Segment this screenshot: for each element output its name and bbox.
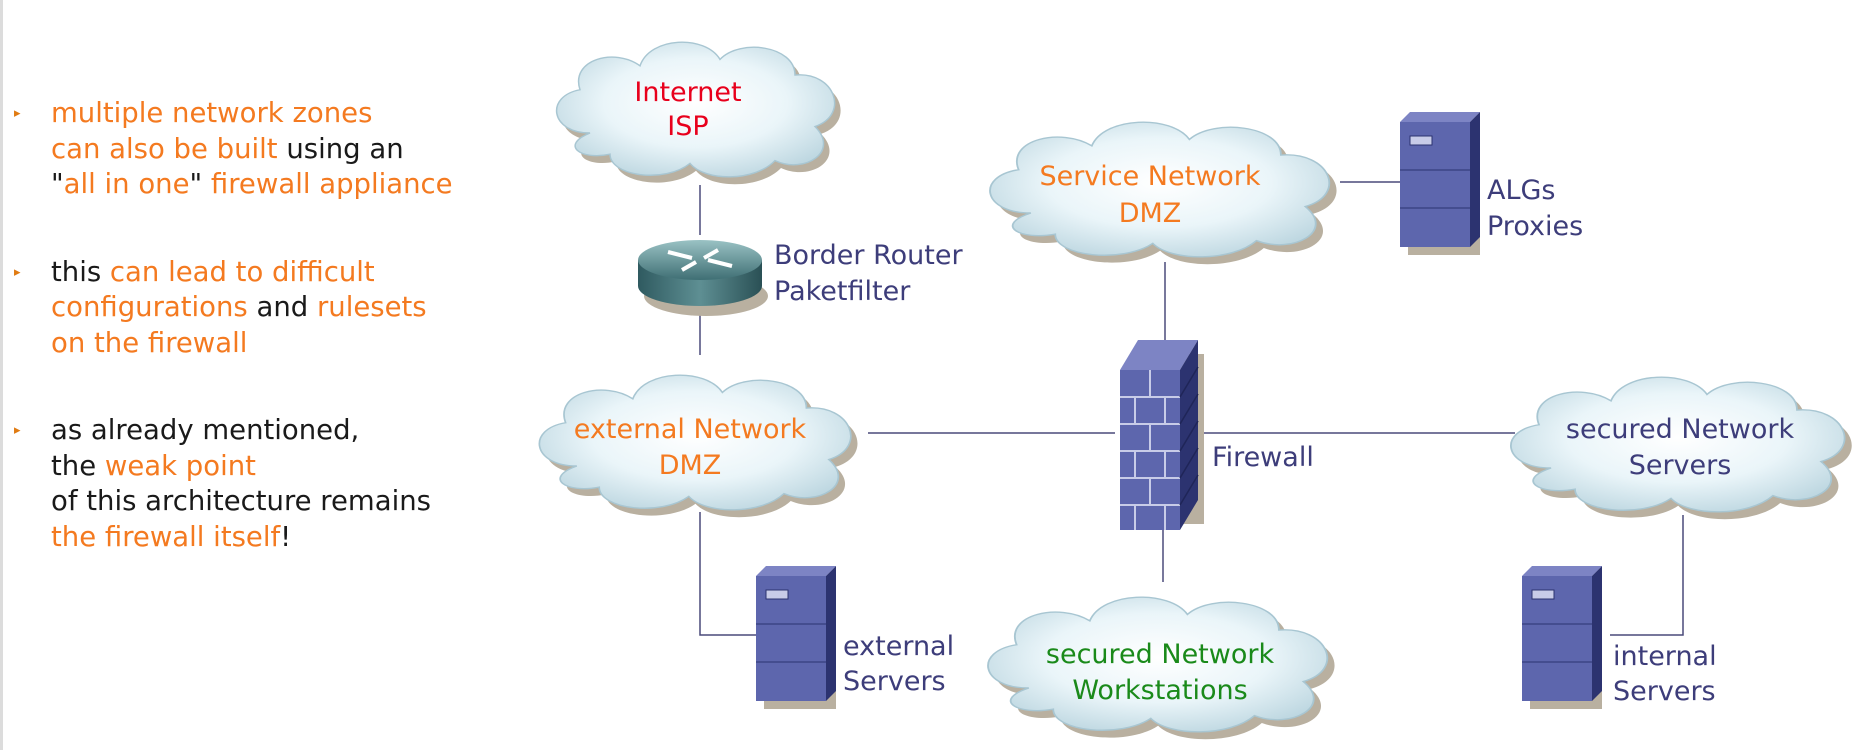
cloud-workstations-subtitle: Workstations (1072, 675, 1247, 706)
link-secured-internal-servers (1610, 515, 1684, 636)
internal-server-icon (1521, 565, 1603, 709)
connection-lines (699, 181, 1684, 636)
bullet-text-segment: " (189, 168, 211, 200)
bullet-text-segment: weak point (104, 449, 256, 482)
internal-servers-label-line1: internal (1613, 641, 1717, 672)
external-servers-label-line1: external (843, 631, 954, 662)
bullet-text-segment: multiple network zones (51, 97, 373, 129)
cloud-secured-servers: secured Network Servers (1510, 376, 1853, 521)
bullet-text-segment: " (51, 168, 64, 200)
firewall-icon (1120, 340, 1204, 530)
alg-label-line2: Proxies (1487, 211, 1583, 242)
cloud-service-title: Service Network (1039, 161, 1260, 192)
bullet-text-segment: can lead to difficult (109, 255, 375, 288)
bullet-text-segment: firewall appliance (210, 168, 453, 200)
bullet-text-segment: rulesets (316, 291, 427, 323)
cloud-internet-title: Internet (634, 77, 741, 108)
alg-server-icon (1399, 111, 1481, 255)
cloud-secured-workstations: secured Network Workstations (987, 596, 1336, 741)
cloud-internet-subtitle: ISP (667, 111, 708, 142)
external-servers-label-line2: Servers (843, 666, 946, 697)
bullet-text-segment: using an (277, 132, 404, 165)
cloud-service-subtitle: DMZ (1119, 198, 1182, 229)
slide-left-border (0, 0, 3, 750)
bullet-text-segment: the (51, 449, 105, 482)
firewall-label: Firewall (1212, 442, 1314, 473)
bullet-text-segment: of this architecture remains (51, 485, 431, 517)
cloud-secured-servers-subtitle: Servers (1629, 450, 1732, 481)
bullet-marker-icon: ▸ (14, 423, 21, 438)
cloud-workstations-title: secured Network (1046, 639, 1275, 670)
bullet-text-segment: can also be built (51, 132, 278, 165)
router-label-line1: Border Router (774, 240, 963, 271)
router-icon (638, 240, 768, 316)
alg-label-line1: ALGs (1487, 175, 1556, 206)
cloud-external-network: external Network DMZ (538, 374, 859, 519)
cloud-external-title: external Network (574, 414, 807, 445)
external-server-icon (755, 565, 837, 709)
internal-servers-label-line2: Servers (1613, 676, 1716, 707)
bullet-text-segment: on the firewall (51, 326, 248, 359)
bullet-text-segment: as already mentioned, (51, 414, 360, 446)
cloud-internet: Internet ISP (555, 41, 842, 185)
bullet-text-segment: configurations (51, 291, 248, 323)
bullet-text-segment: all in one (63, 168, 190, 200)
link-external-servers (699, 512, 760, 636)
bullet-marker-icon: ▸ (14, 106, 21, 121)
bullet-text-segment: and (247, 291, 317, 323)
bullet-text-segment: this (51, 255, 110, 288)
router-label-line2: Paketfilter (774, 276, 911, 307)
bullet-text-segment: the firewall itself (51, 520, 281, 553)
bullet-text-segment: ! (280, 520, 292, 553)
cloud-secured-servers-title: secured Network (1566, 414, 1795, 445)
cloud-external-subtitle: DMZ (659, 450, 722, 481)
bullet-marker-icon: ▸ (14, 264, 21, 280)
cloud-service-network: Service Network DMZ (989, 121, 1338, 266)
